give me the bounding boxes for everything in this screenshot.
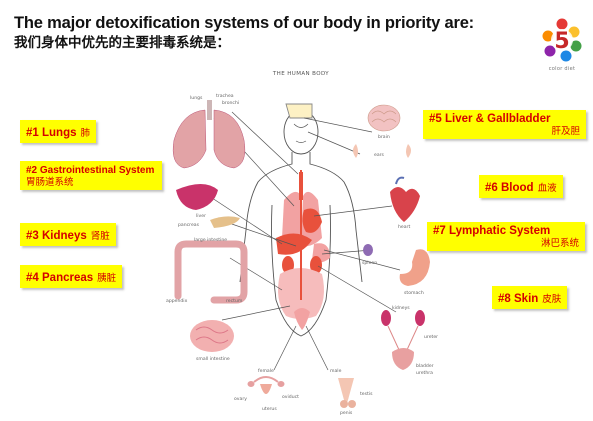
system-name: Lungs <box>42 127 77 139</box>
system-name: Liver & Gallbladder <box>445 113 550 125</box>
system-rank: #7 <box>433 225 446 237</box>
system-name-zh: 淋巴系统 <box>433 238 579 249</box>
lungs-illustration <box>173 100 245 168</box>
large-intestine-illustration <box>178 244 244 300</box>
label-pancreas: pancreas <box>178 222 200 228</box>
system-rank: #1 <box>26 127 39 139</box>
system-name: Pancreas <box>42 272 93 284</box>
label-heart: heart <box>398 224 410 230</box>
system-name: Lymphatic System <box>449 225 550 237</box>
system-name: Gastrointestinal System <box>40 165 154 176</box>
label-small-intestine: small intestine <box>196 356 230 362</box>
label-appendix: appendix <box>166 298 188 304</box>
label-ovary: ovary <box>234 396 247 402</box>
system-tag-1: #1 Lungs 肺 <box>20 120 96 143</box>
label-spleen: spleen <box>362 260 377 266</box>
bladder-illustration <box>392 348 414 370</box>
label-bronchi: bronchi <box>222 100 239 106</box>
system-name-zh: 胰脏 <box>97 273 116 284</box>
male-organs-illustration <box>338 378 356 408</box>
system-rank: #2 <box>26 165 37 176</box>
system-tag-4: #4 Pancreas 胰脏 <box>20 265 122 288</box>
label-ears: ears <box>374 152 385 158</box>
system-name-zh: 皮肤 <box>542 294 561 305</box>
small-intestine-illustration <box>190 320 234 352</box>
stomach-illustration <box>400 249 430 286</box>
heart-illustration <box>390 178 420 222</box>
system-tag-3: #3 Kidneys 肾脏 <box>20 223 116 246</box>
system-tag-7: #7 Lymphatic System 淋巴系统 <box>427 222 585 251</box>
torso-organs <box>276 170 330 330</box>
system-tag-2: #2 Gastrointestinal System 胃肠道系统 <box>20 161 162 190</box>
label-stomach: stomach <box>404 290 424 296</box>
system-rank: #5 <box>429 113 442 125</box>
system-name-zh: 肺 <box>81 128 91 139</box>
label-bladder: bladder <box>416 363 434 369</box>
label-uterus: uterus <box>262 406 277 412</box>
system-rank: #6 <box>485 182 498 194</box>
label-ureter: ureter <box>424 334 438 340</box>
diagram-title: THE HUMAN BODY <box>246 71 356 77</box>
system-tag-8: #8 Skin 皮肤 <box>492 286 567 309</box>
female-organs-illustration <box>248 377 285 394</box>
system-name-zh: 肝及胆 <box>429 126 580 137</box>
label-testis: testis <box>360 391 373 397</box>
label-oviduct: oviduct <box>282 394 299 400</box>
system-name: Skin <box>514 293 538 305</box>
system-rank: #8 <box>498 293 511 305</box>
label-kidneys: kidneys <box>392 305 410 311</box>
kidneys-illustration <box>381 310 425 352</box>
system-rank: #3 <box>26 230 39 242</box>
system-name-zh: 胃肠道系统 <box>26 177 154 188</box>
label-large-intestine: large intestine <box>194 237 227 243</box>
pancreas-illustration <box>210 216 240 228</box>
label-urethra: urethra <box>416 370 433 376</box>
system-tag-6: #6 Blood 血液 <box>479 175 563 198</box>
organ-labels: lungs trachea bronchi brain ears liver p… <box>166 93 438 416</box>
label-rectum: rectum <box>226 298 243 304</box>
system-tag-5: #5 Liver & Gallbladder 肝及胆 <box>423 110 586 139</box>
label-female: female <box>258 368 274 374</box>
liver-illustration <box>176 184 218 210</box>
spleen-illustration <box>363 244 373 256</box>
brain-illustration <box>368 105 400 131</box>
label-male: male <box>330 368 342 374</box>
system-name-zh: 肾脏 <box>91 231 110 242</box>
label-penis: penis <box>340 410 353 416</box>
label-brain: brain <box>378 134 390 140</box>
label-liver: liver <box>196 213 206 219</box>
system-name: Kidneys <box>42 230 87 242</box>
label-trachea: trachea <box>216 93 234 99</box>
system-name: Blood <box>501 182 534 194</box>
system-rank: #4 <box>26 272 39 284</box>
system-name-zh: 血液 <box>538 183 557 194</box>
label-lungs: lungs <box>190 95 203 101</box>
